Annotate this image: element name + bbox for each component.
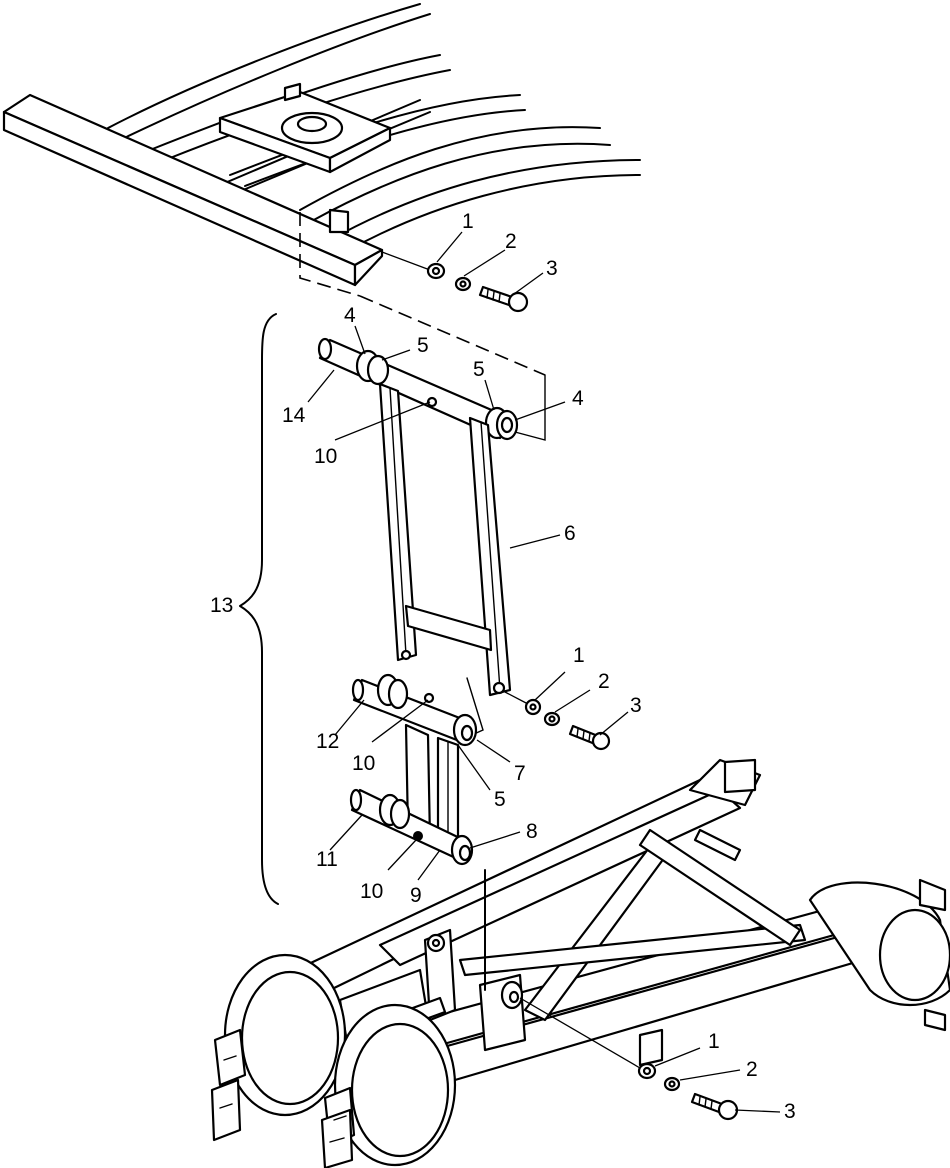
callout-10-lower: 10 — [360, 880, 383, 903]
chassis-frame — [2, 3, 641, 297]
callout-3-top: 3 — [546, 257, 558, 280]
callout-6: 6 — [564, 522, 576, 545]
upper-shaft-assembly — [317, 337, 519, 441]
hanger-link — [378, 382, 512, 697]
callout-3-middle: 3 — [630, 694, 642, 717]
callout-1-bottom: 1 — [708, 1030, 720, 1053]
callout-13: 13 — [210, 594, 233, 617]
callout-14: 14 — [282, 404, 306, 427]
callout-4-upper-left: 4 — [344, 304, 356, 327]
lower-shaft-assembly — [349, 673, 484, 866]
assembly-brace-13 — [239, 313, 279, 905]
callout-5-upper-left: 5 — [417, 334, 429, 357]
hardware-set-bottom — [519, 997, 739, 1121]
callout-12: 12 — [316, 730, 339, 753]
callout-11: 11 — [316, 848, 338, 871]
callout-3-bottom: 3 — [784, 1100, 796, 1123]
rear-suspension-arm — [210, 758, 950, 1168]
callout-10-upper: 10 — [314, 445, 337, 468]
hardware-set-middle — [504, 691, 611, 751]
callout-1-middle: 1 — [573, 644, 585, 667]
bolt-top — [478, 285, 514, 307]
callout-leaders — [307, 231, 781, 1113]
callout-9: 9 — [410, 884, 422, 907]
callout-7: 7 — [514, 762, 526, 785]
callout-10-middle: 10 — [352, 752, 375, 775]
hardware-set-top — [381, 251, 529, 313]
bolt-bottom — [690, 1092, 724, 1114]
callout-5-upper-right: 5 — [473, 358, 485, 381]
callout-4-upper-right: 4 — [572, 387, 584, 410]
callout-5-lower: 5 — [494, 788, 506, 811]
callout-labels: 1 2 3 4 5 5 4 14 10 6 13 1 2 3 12 10 7 5… — [210, 210, 796, 1123]
callout-8: 8 — [526, 820, 538, 843]
callout-2-bottom: 2 — [746, 1058, 758, 1081]
callout-2-top: 2 — [505, 230, 517, 253]
callout-2-middle: 2 — [598, 670, 610, 693]
callout-1-top: 1 — [462, 210, 474, 233]
